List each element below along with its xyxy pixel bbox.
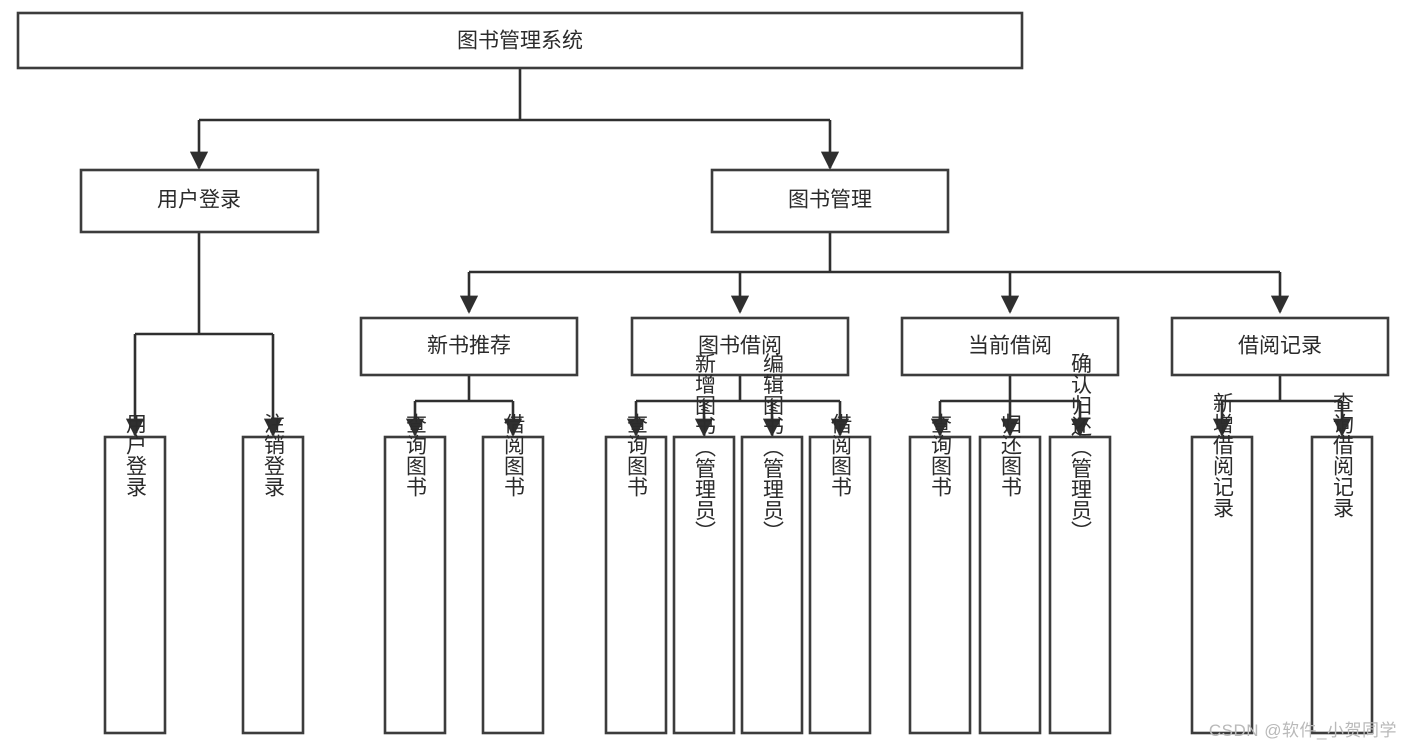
node-borrow-record-label: 借阅记录 xyxy=(1238,335,1322,358)
leaf-new-book-0-label: 查询图书 xyxy=(404,413,428,497)
leaf-new-book-1-label: 借阅图书 xyxy=(502,413,526,497)
node-book-borrow-label: 图书借阅 xyxy=(698,335,782,358)
node-user-login[interactable]: 用户登录 xyxy=(79,168,320,234)
leaf-book-borrow-1[interactable]: 新增图书（管理员） xyxy=(672,353,736,735)
leaf-borrow-record-1-label: 查询借阅记录 xyxy=(1331,392,1355,518)
leaf-user-login-0-label: 用户登录 xyxy=(124,413,148,497)
node-current-borrow[interactable]: 当前借阅 xyxy=(900,316,1120,377)
connector-userlogin-to-leaves xyxy=(125,232,283,437)
leaf-borrow-record-0-label: 新增借阅记录 xyxy=(1211,392,1235,518)
leaf-current-borrow-0-label: 查询图书 xyxy=(929,413,953,497)
csdn-watermark: CSDN @软件_小贺同学 xyxy=(1208,721,1397,740)
node-root[interactable]: 图书管理系统 xyxy=(16,11,1024,70)
connector-newbook-to-leaves xyxy=(405,375,523,437)
leaf-current-borrow-2[interactable]: 确认归还（管理员） xyxy=(1048,353,1112,735)
leaf-user-login-0[interactable]: 用户登录 xyxy=(103,413,167,735)
connector-currentborrow-to-leaves xyxy=(930,375,1090,437)
leaf-book-borrow-3-label: 借阅图书 xyxy=(829,413,853,497)
leaf-borrow-record-1[interactable]: 查询借阅记录 xyxy=(1310,392,1374,735)
leaf-current-borrow-1-label: 归还图书 xyxy=(999,413,1023,497)
node-borrow-record[interactable]: 借阅记录 xyxy=(1170,316,1390,377)
node-book-management[interactable]: 图书管理 xyxy=(710,168,950,234)
leaf-user-login-1[interactable]: 注销登录 xyxy=(241,413,305,735)
leaf-current-borrow-1[interactable]: 归还图书 xyxy=(978,413,1042,735)
leaf-current-borrow-2-label: 确认归还（管理员） xyxy=(1069,353,1093,542)
node-new-book-recommend-label: 新书推荐 xyxy=(427,335,511,358)
leaf-book-borrow-0[interactable]: 查询图书 xyxy=(604,413,668,735)
node-new-book-recommend[interactable]: 新书推荐 xyxy=(359,316,579,377)
leaf-current-borrow-0[interactable]: 查询图书 xyxy=(908,413,972,735)
leaf-new-book-0[interactable]: 查询图书 xyxy=(383,413,447,735)
node-root-label: 图书管理系统 xyxy=(457,30,583,53)
node-book-borrow[interactable]: 图书借阅 xyxy=(630,316,850,377)
node-book-management-label: 图书管理 xyxy=(788,189,872,212)
leaf-book-borrow-1-label: 新增图书（管理员） xyxy=(693,353,717,542)
connector-root-to-level2 xyxy=(189,68,840,170)
connector-bookborrow-to-leaves xyxy=(626,375,850,437)
node-current-borrow-label: 当前借阅 xyxy=(968,335,1052,358)
leaf-book-borrow-0-label: 查询图书 xyxy=(625,413,649,497)
leaf-new-book-1[interactable]: 借阅图书 xyxy=(481,413,545,735)
leaf-book-borrow-2-label: 编辑图书（管理员） xyxy=(761,353,785,542)
leaf-borrow-record-0[interactable]: 新增借阅记录 xyxy=(1190,392,1254,735)
leaf-book-borrow-2[interactable]: 编辑图书（管理员） xyxy=(740,353,804,735)
connector-bookmgmt-to-level3 xyxy=(459,232,1290,314)
leaf-book-borrow-3[interactable]: 借阅图书 xyxy=(808,413,872,735)
leaf-user-login-1-label: 注销登录 xyxy=(262,413,286,497)
connector-borrowrecord-to-leaves xyxy=(1212,375,1352,437)
node-user-login-label: 用户登录 xyxy=(157,189,241,212)
